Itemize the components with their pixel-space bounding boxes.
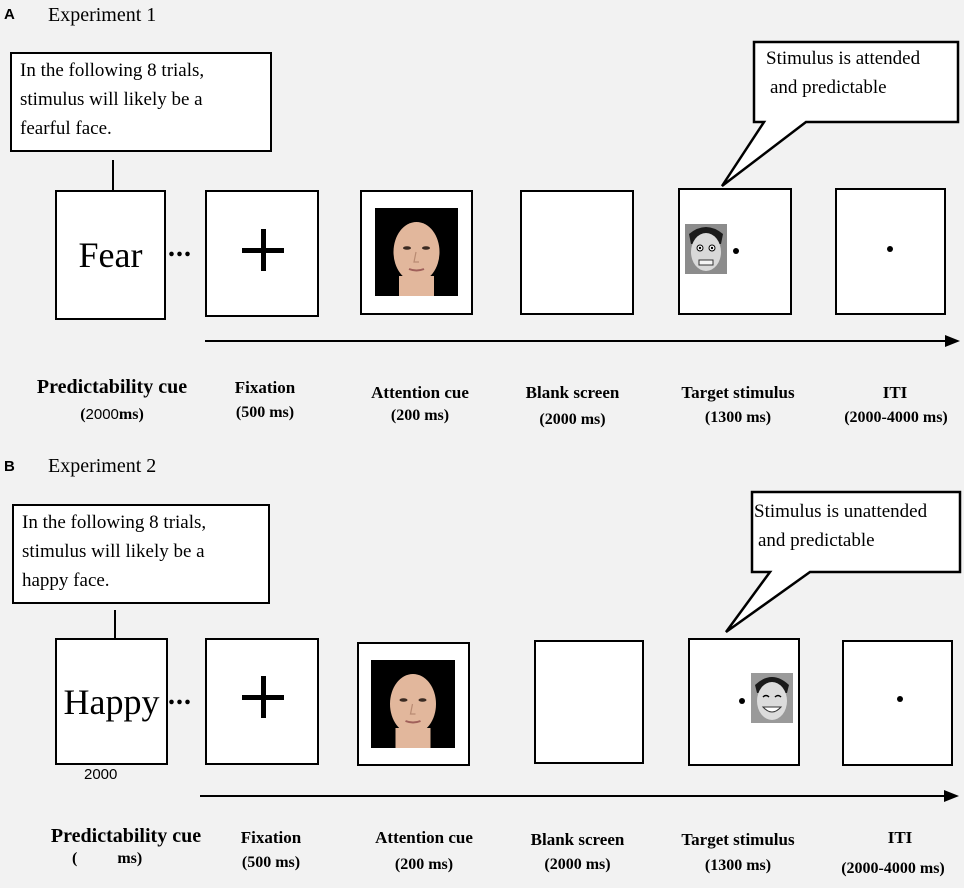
attention-cue-frame (360, 190, 473, 315)
predictability-cue-frame: Fear (55, 190, 166, 320)
instruction-connector-line (114, 610, 116, 640)
step-duration: (2000 ms) (544, 856, 611, 873)
cue-duration-number: 2000 (84, 766, 118, 783)
duration-unit: ms (118, 406, 139, 423)
instruction-box-exp2: In the following 8 trials, stimulus will… (12, 504, 270, 604)
step-label: ITI (882, 383, 908, 402)
callout-line: and predictable (758, 530, 875, 551)
callout-line: Stimulus is attended (766, 48, 921, 69)
step-duration: (2000-4000 ms) (841, 860, 945, 877)
step-duration: (1300 ms) (704, 857, 772, 874)
attention-cue-frame (357, 642, 470, 766)
face-photo-icon (375, 208, 458, 296)
step-label: Target stimulus (681, 383, 795, 402)
callout-line: Stimulus is unattended (754, 501, 928, 522)
blank-screen-frame (534, 640, 644, 764)
step-label: Fixation (234, 378, 296, 397)
time-arrow-icon (205, 335, 960, 347)
callout-text-exp1: Stimulus is attended and predictable (766, 44, 920, 102)
ellipsis: ... (168, 680, 192, 711)
step-label: Predictability cue (36, 376, 188, 398)
step-duration: (500 ms) (241, 854, 301, 871)
fixation-dot (887, 246, 893, 252)
step-label: Blank screen (530, 830, 625, 849)
instruction-line: In the following 8 trials, (20, 60, 205, 81)
stimulus-dot (733, 248, 739, 254)
predictability-cue-frame: Happy (55, 638, 168, 765)
blank-screen-frame (520, 190, 634, 315)
ellipsis: ... (168, 232, 192, 263)
step-duration: (1300 ms) (704, 409, 772, 426)
iti-frame (842, 640, 953, 766)
step-duration: (2000ms) (80, 406, 144, 423)
target-stimulus-frame (688, 638, 800, 766)
step-label: Attention cue (375, 828, 473, 847)
instruction-box-exp1: In the following 8 trials, stimulus will… (10, 52, 272, 152)
step-duration: (200 ms) (394, 856, 454, 873)
instruction-line: happy face. (22, 570, 110, 591)
instruction-line: In the following 8 trials, (22, 512, 207, 533)
fearful-face-icon (685, 224, 727, 274)
face-photo-icon (371, 660, 455, 748)
callout-bubble-exp2 (724, 490, 962, 634)
fixation-frame (205, 638, 319, 765)
instruction-line: fearful face. (20, 118, 112, 139)
step-duration: (500 ms) (235, 404, 295, 421)
fixation-frame (205, 190, 319, 317)
cue-word: Fear (78, 235, 143, 275)
panel-a-letter: A (4, 6, 15, 23)
experiment-1-title: Experiment 1 (48, 4, 157, 26)
iti-frame (835, 188, 946, 315)
duration-number: 2000 (85, 406, 119, 423)
duration-unit: ms (117, 850, 137, 867)
step-duration: (2000-4000 ms) (844, 409, 948, 426)
step-label: Attention cue (371, 383, 469, 402)
callout-bubble-exp1 (720, 40, 960, 187)
step-duration: (ms) (72, 850, 143, 867)
instruction-connector-line (112, 160, 114, 192)
step-label: Predictability cue (50, 825, 202, 847)
happy-face-icon (751, 673, 793, 723)
step-label: Target stimulus (681, 830, 795, 849)
cue-word: Happy (63, 681, 160, 722)
callout-text-exp2: Stimulus is unattended and predictable (754, 497, 927, 555)
experiment-2-title: Experiment 2 (48, 455, 157, 477)
callout-line: and predictable (770, 77, 887, 98)
panel-b-letter: B (4, 458, 15, 475)
step-label: Fixation (240, 828, 302, 847)
step-label: ITI (887, 828, 913, 847)
time-arrow-icon (200, 790, 959, 802)
instruction-line: stimulus will likely be a (22, 541, 205, 562)
instruction-line: stimulus will likely be a (20, 89, 203, 110)
step-duration: (200 ms) (390, 407, 450, 424)
step-label: Blank screen (525, 383, 620, 402)
step-duration: (2000 ms) (539, 411, 606, 428)
stimulus-dot (739, 698, 745, 704)
fixation-dot (897, 696, 903, 702)
target-stimulus-frame (678, 188, 792, 315)
